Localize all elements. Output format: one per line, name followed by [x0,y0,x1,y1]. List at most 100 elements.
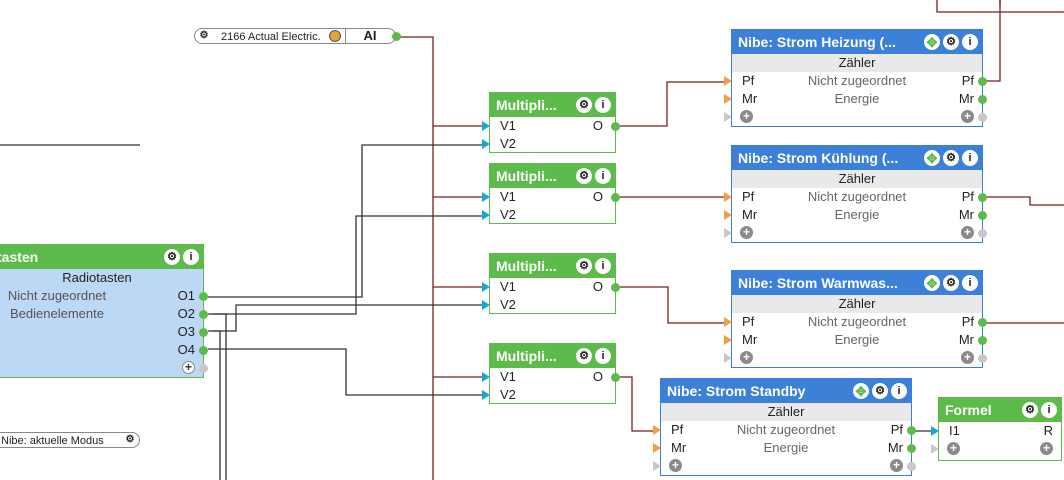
info-icon[interactable]: i [962,34,978,50]
info-icon[interactable]: i [962,275,978,291]
move-icon[interactable]: ✥ [924,150,940,166]
info-icon[interactable]: i [595,97,611,113]
input-pin[interactable] [724,210,732,220]
gear-icon[interactable]: ⚙ [872,383,888,399]
gear-icon[interactable]: ⚙ [1022,402,1038,418]
output-pin[interactable] [611,283,620,292]
input-pin[interactable] [482,282,490,292]
input-pin[interactable] [482,300,490,310]
gear-icon[interactable]: ⚙ [576,258,592,274]
output-pin[interactable] [611,193,620,202]
gear-icon[interactable]: ⚙ [576,168,592,184]
plus-icon[interactable]: + [740,110,753,123]
input-pin[interactable] [724,94,732,104]
gear-icon[interactable]: ⚙ [123,433,137,447]
output-pin[interactable] [199,328,208,337]
info-icon[interactable]: i [595,168,611,184]
input-pin[interactable] [653,425,661,435]
input-pin[interactable] [482,372,490,382]
output-pin[interactable] [978,211,987,220]
info-icon[interactable]: i [595,348,611,364]
info-icon[interactable]: i [1041,402,1057,418]
output-pin[interactable] [978,113,987,122]
ai-output-pin[interactable] [392,32,401,41]
move-icon[interactable]: ✥ [924,34,940,50]
input-pin[interactable] [482,121,490,131]
output-pin[interactable] [611,122,620,131]
info-icon[interactable]: i [595,258,611,274]
info-icon[interactable]: i [183,249,199,265]
block-header[interactable]: Multipli...⚙i [490,93,615,117]
block-header[interactable]: Nibe: Strom Kühlung (...✥⚙i [732,146,982,170]
gear-icon[interactable]: ⚙ [943,34,959,50]
input-pin[interactable] [482,210,490,220]
plus-icon[interactable]: + [669,459,682,472]
input-pin[interactable] [653,443,661,453]
input-pin[interactable] [482,192,490,202]
gear-icon[interactable]: ⚙ [576,348,592,364]
input-pin[interactable] [724,353,732,363]
info-icon[interactable]: i [962,150,978,166]
info-icon[interactable]: i [891,383,907,399]
plus-icon[interactable]: + [890,459,903,472]
gear-icon[interactable]: ⚙ [576,97,592,113]
mode-widget[interactable]: Nibe: aktuelle Modus ⚙ [0,432,140,448]
block-header[interactable]: Nibe: Strom Standby✥⚙i [661,379,911,403]
input-pin[interactable] [931,426,939,436]
block-header[interactable]: Nibe: Strom Heizung (...✥⚙i [732,30,982,54]
block-header[interactable]: Nibe: Strom Warmwas...✥⚙i [732,271,982,295]
output-pin[interactable] [978,193,987,202]
plus-icon[interactable]: + [740,351,753,364]
move-icon[interactable]: ✥ [853,383,869,399]
block-header[interactable]: tasten ⚙i [0,245,203,269]
gear-icon[interactable]: ⚙ [943,150,959,166]
block-header[interactable]: Multipli...⚙i [490,164,615,188]
output-pin[interactable] [199,346,208,355]
output-pin[interactable] [978,336,987,345]
plus-icon[interactable]: + [961,226,974,239]
block-header[interactable]: Multipli...⚙i [490,254,615,278]
plus-icon[interactable]: + [182,361,195,374]
input-pin[interactable] [653,461,661,471]
input-pin[interactable] [482,139,490,149]
input-pin[interactable] [724,335,732,345]
plus-icon[interactable]: + [1040,442,1053,455]
output-pin[interactable] [611,373,620,382]
output-pin[interactable] [978,354,987,363]
output-pin[interactable] [199,310,208,319]
output-pin[interactable] [978,229,987,238]
output-pin[interactable] [907,462,916,471]
block-header[interactable]: Multipli...⚙i [490,344,615,368]
input-pin[interactable] [482,390,490,400]
output-pin[interactable] [199,364,208,373]
output-pin[interactable] [907,426,916,435]
output-pin[interactable] [978,95,987,104]
output-pin[interactable] [978,77,987,86]
input-pin[interactable] [724,76,732,86]
output-pin[interactable] [199,292,208,301]
input-pin[interactable] [724,317,732,327]
plus-icon[interactable]: + [961,351,974,364]
output-pin[interactable] [978,318,987,327]
input-pin[interactable] [724,112,732,122]
input-pin[interactable] [724,192,732,202]
input-pin[interactable] [931,444,939,454]
gear-icon[interactable]: ⚙ [164,249,180,265]
input-pin[interactable] [724,228,732,238]
gear-icon[interactable]: ⚙ [197,29,211,43]
plus-icon[interactable]: + [740,226,753,239]
ai-value-widget[interactable]: ⚙ 2166 Actual Electric. AI [194,28,401,44]
block-header[interactable]: Formel⚙i [939,398,1061,422]
output-pin[interactable] [907,444,916,453]
plus-icon[interactable]: + [947,442,960,455]
